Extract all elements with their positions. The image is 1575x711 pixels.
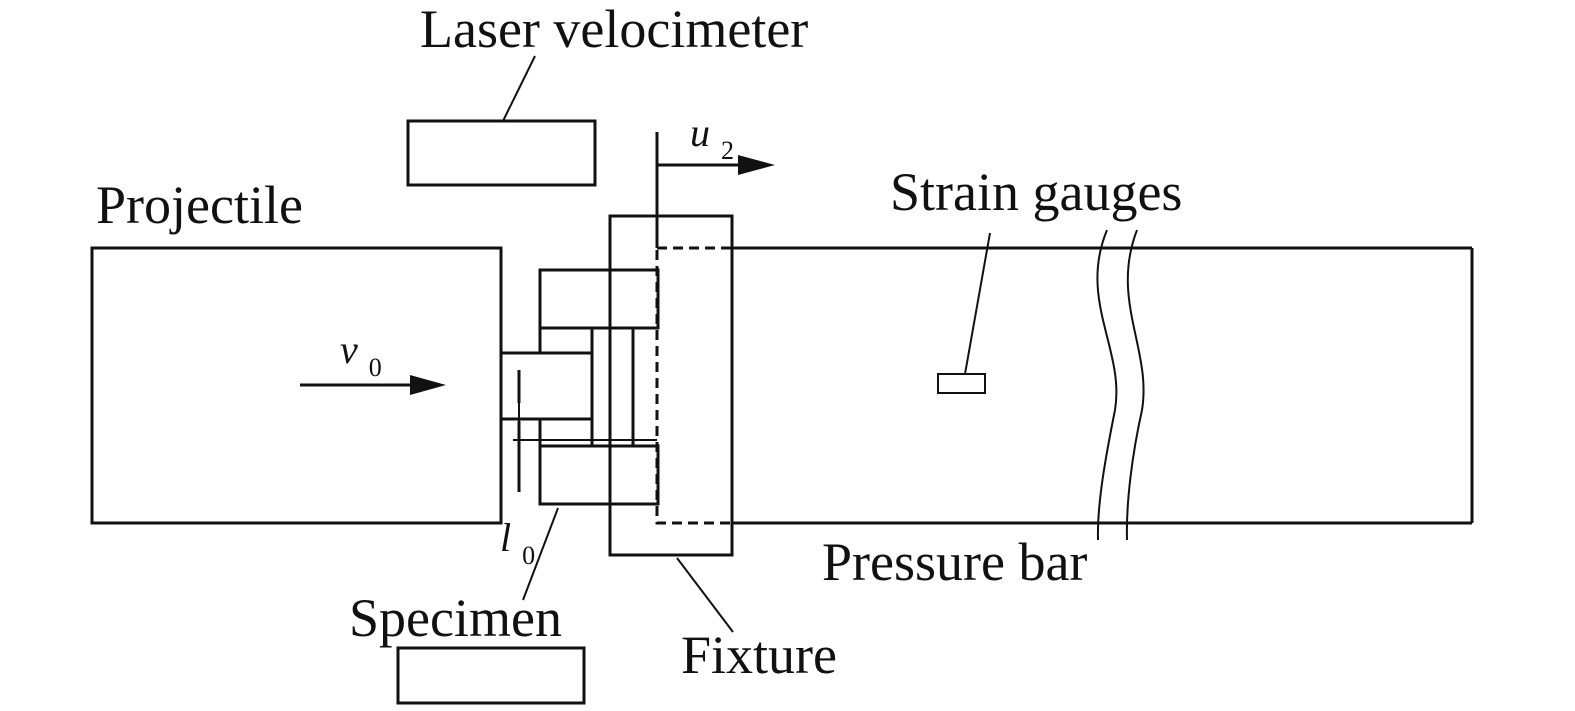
laser-head-bottom (396, 646, 586, 705)
fixture-bar-face (655, 246, 734, 525)
laser-velocimeter-label: Laser velocimeter (420, 0, 808, 59)
specimen-leader (522, 507, 559, 601)
pressure-bar-break-right (1125, 229, 1145, 541)
pressure-bar-break-left (1096, 229, 1118, 541)
u2-symbol: u 2 (690, 110, 734, 165)
u2-symbol-sub: 2 (721, 136, 734, 165)
l0-symbol-main: l (500, 515, 511, 560)
fixture-label: Fixture (681, 625, 837, 685)
specimen-label: Specimen (349, 588, 562, 648)
laser-velocimeter-leader (502, 55, 536, 122)
strain-gauges-label: Strain gauges (890, 162, 1182, 222)
laser-head-top (406, 119, 597, 187)
v0-arrow-head (410, 375, 446, 395)
u2-arrow-head (738, 155, 775, 175)
v0-symbol-sub: 0 (369, 353, 382, 382)
pressure-bar-label: Pressure bar (822, 532, 1087, 592)
v0-symbol-main: v (340, 327, 358, 372)
strain-gauge (937, 373, 986, 394)
l0-symbol: l 0 (500, 515, 535, 570)
v0-symbol: v 0 (340, 327, 382, 382)
fixture-leader (676, 557, 734, 633)
l0-symbol-sub: 0 (522, 541, 535, 570)
projectile-label: Projectile (96, 175, 303, 235)
u2-symbol-main: u (690, 110, 710, 155)
strain-gauge-leader (964, 232, 991, 375)
